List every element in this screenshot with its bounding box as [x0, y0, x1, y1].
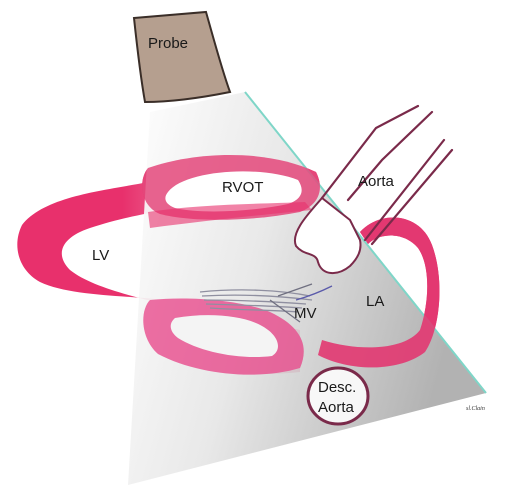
la-label: LA [366, 293, 384, 310]
rvot-label: RVOT [222, 179, 263, 196]
signature: sl.Clain [466, 406, 485, 412]
la-wall-in-sector [318, 217, 440, 368]
lv-septum [148, 202, 312, 228]
probe-icon [132, 10, 232, 104]
aortic-root [293, 196, 362, 274]
mv-label: MV [294, 305, 317, 322]
probe-label: Probe [148, 35, 188, 52]
descending-aorta [306, 366, 370, 426]
aorta [320, 104, 454, 246]
aorta-label: Aorta [358, 173, 395, 190]
rvot-chamber-in-sector [165, 171, 302, 212]
desc-aorta-label-line2: Aorta [318, 399, 355, 416]
sector-edge [244, 91, 487, 394]
lv-posterior-inner-in-sector [170, 315, 278, 358]
mitral-valve [199, 283, 333, 323]
desc-aorta-label-line1: Desc. [318, 379, 356, 396]
lv-label: LV [92, 247, 109, 264]
